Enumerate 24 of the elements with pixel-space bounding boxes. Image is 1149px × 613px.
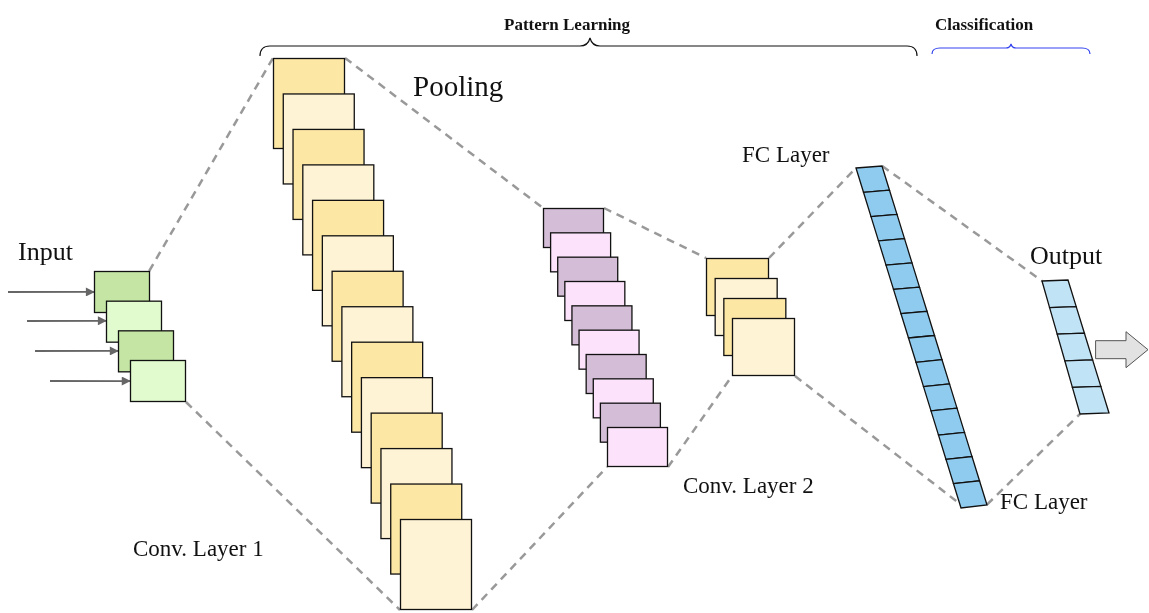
arrow xyxy=(26,316,107,326)
dashed-connector xyxy=(603,206,707,260)
feature-map-stack xyxy=(706,258,795,376)
neuron-column xyxy=(1042,280,1109,414)
section-heading: Classification xyxy=(935,16,1034,33)
feature-map-stack xyxy=(543,208,668,467)
layer-label: Input xyxy=(18,239,73,265)
dashed-connector xyxy=(986,413,1081,506)
dashed-connector xyxy=(471,466,608,611)
layer-label: Conv. Layer 1 xyxy=(133,537,264,560)
layer-label: Conv. Layer 2 xyxy=(683,474,814,497)
feature-map-stack xyxy=(94,271,186,402)
arrow xyxy=(34,346,119,356)
arrow xyxy=(49,376,131,386)
dashed-connector xyxy=(344,57,544,209)
layer-label: Output xyxy=(1030,243,1103,269)
layer-label: FC Layer xyxy=(742,143,830,166)
dashed-connector xyxy=(185,401,401,611)
layer-label: FC Layer xyxy=(1000,490,1088,513)
neuron-column xyxy=(856,166,987,508)
dashed-connector xyxy=(148,57,275,272)
output-arrow xyxy=(1095,331,1149,369)
arrow xyxy=(7,287,95,297)
layer-label: Pooling xyxy=(413,72,504,101)
